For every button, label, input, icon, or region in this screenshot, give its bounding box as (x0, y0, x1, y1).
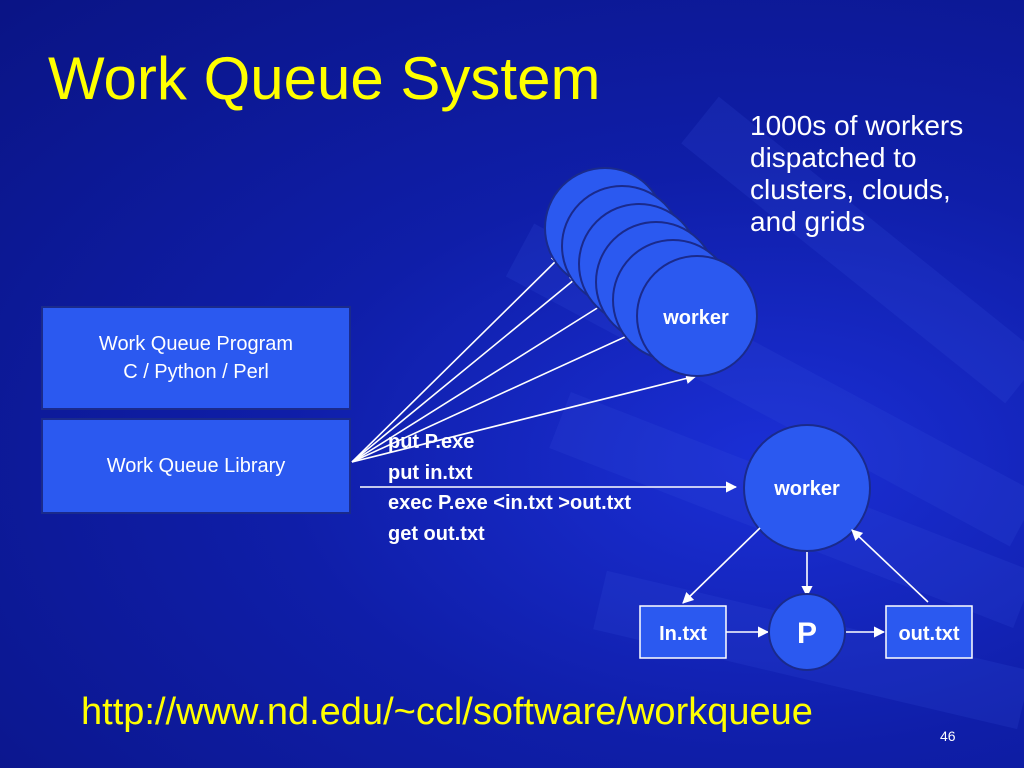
project-url: http://www.nd.edu/~ccl/software/workqueu… (81, 691, 813, 733)
worker-node (636, 255, 758, 377)
worker-node (743, 424, 871, 552)
program-box-line: Work Queue Program (98, 333, 294, 355)
dispatch-arrow (351, 274, 581, 463)
output-to-worker-arrow (851, 529, 929, 603)
dispatch-arrow (351, 299, 611, 463)
library-box-label: Work Queue Library (106, 454, 286, 477)
command-line: put P.exe (388, 431, 475, 453)
worker-cluster-label: worker (662, 307, 729, 329)
note-line: dispatched to (750, 142, 917, 173)
dispatch-arrow (351, 254, 563, 463)
workers-note: 1000s of workers dispatched to clusters,… (750, 110, 1020, 238)
work-queue-library-box: Work Queue Library (41, 418, 351, 514)
dispatch-arrow (351, 373, 698, 463)
note-line: 1000s of workers (750, 110, 964, 141)
process-label: P (797, 617, 817, 650)
command-list: put P.exe put in.txt exec P.exe <in.txt … (388, 427, 631, 549)
work-queue-program-box: Work Queue Program C / Python / Perl (41, 306, 351, 410)
command-line: put in.txt (388, 461, 473, 484)
command-line: exec P.exe <in.txt >out.txt (388, 492, 632, 514)
worker-to-input-arrow (682, 527, 761, 604)
program-box-line: C / Python / Perl (123, 361, 269, 383)
worker-label: worker (773, 478, 840, 500)
note-line: clusters, clouds, (750, 174, 951, 205)
process-node (768, 593, 846, 671)
dispatch-arrow (351, 329, 642, 463)
output-file-label: out.txt (898, 623, 959, 645)
slide-title: Work Queue System (48, 45, 601, 112)
input-file-box (639, 605, 727, 659)
note-line: and grids (750, 206, 866, 237)
input-file-label: In.txt (659, 623, 707, 645)
command-line: get out.txt (388, 522, 485, 545)
output-file-box (885, 605, 973, 659)
slide-number: 46 (940, 728, 956, 744)
